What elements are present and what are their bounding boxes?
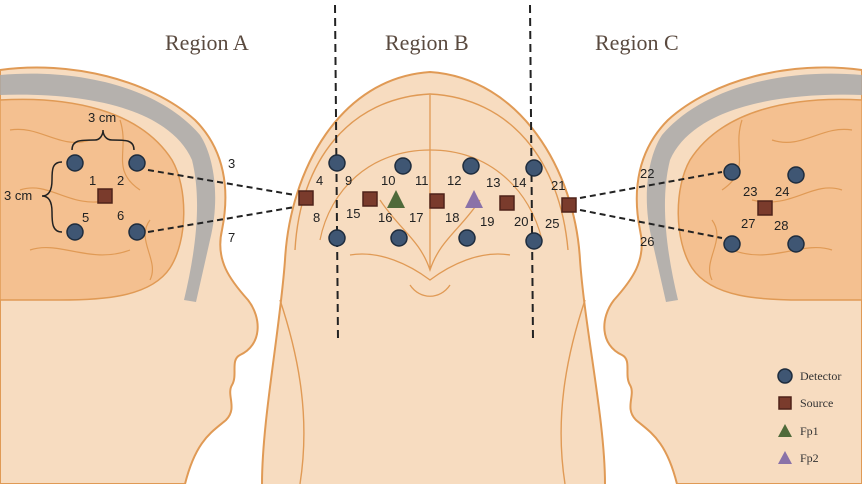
channel-number: 26 (640, 234, 654, 249)
detector (67, 224, 83, 240)
channel-number: 24 (775, 184, 789, 199)
channel-number: 28 (774, 218, 788, 233)
left-head (0, 67, 258, 484)
detector (391, 230, 407, 246)
channel-number: 16 (378, 210, 392, 225)
channel-number: 11 (415, 173, 429, 188)
source (500, 196, 514, 210)
detector (724, 236, 740, 252)
detector (463, 158, 479, 174)
channel-number: 27 (741, 216, 755, 231)
detector (329, 155, 345, 171)
legend-detector-label: Detector (800, 369, 841, 383)
detector (459, 230, 475, 246)
channel-number: 20 (514, 214, 528, 229)
source (430, 194, 444, 208)
channel-number: 15 (346, 206, 360, 221)
channel-number: 8 (313, 210, 320, 225)
channel-number: 17 (409, 210, 423, 225)
detector (526, 233, 542, 249)
channel-number: 13 (486, 175, 500, 190)
region-a-title: Region A (165, 30, 249, 55)
detector (67, 155, 83, 171)
region-b-title: Region B (385, 30, 469, 55)
detector (395, 158, 411, 174)
legend-source-label: Source (800, 396, 833, 410)
detector (329, 230, 345, 246)
channel-number: 22 (640, 166, 654, 181)
channel-number: 23 (743, 184, 757, 199)
channel-number: 2 (117, 173, 124, 188)
channel-number: 3 (228, 156, 235, 171)
source (562, 198, 576, 212)
legend-detector-icon (778, 369, 792, 383)
region-c-title: Region C (595, 30, 679, 55)
channel-number: 14 (512, 175, 526, 190)
channel-number: 4 (316, 173, 323, 188)
detector (526, 160, 542, 176)
channel-number: 6 (117, 208, 124, 223)
detector (129, 155, 145, 171)
channel-number: 10 (381, 173, 395, 188)
right-head (604, 67, 862, 484)
source (363, 192, 377, 206)
channel-number: 1 (89, 173, 96, 188)
legend-fp2-label: Fp2 (800, 451, 819, 465)
detector (788, 236, 804, 252)
detector (788, 167, 804, 183)
channel-number: 9 (345, 173, 352, 188)
horizontal-scale-label: 3 cm (88, 110, 116, 125)
channel-number: 18 (445, 210, 459, 225)
channel-number: 19 (480, 214, 494, 229)
vertical-scale-label: 3 cm (4, 188, 32, 203)
detector (724, 164, 740, 180)
source (98, 189, 112, 203)
source (299, 191, 313, 205)
legend-fp1-label: Fp1 (800, 424, 819, 438)
legend-source-icon (779, 397, 791, 409)
center-head (262, 72, 605, 484)
channel-number: 25 (545, 216, 559, 231)
channel-number: 12 (447, 173, 461, 188)
channel-number: 21 (551, 178, 565, 193)
detector (129, 224, 145, 240)
channel-number: 5 (82, 210, 89, 225)
channel-number: 7 (228, 230, 235, 245)
source (758, 201, 772, 215)
